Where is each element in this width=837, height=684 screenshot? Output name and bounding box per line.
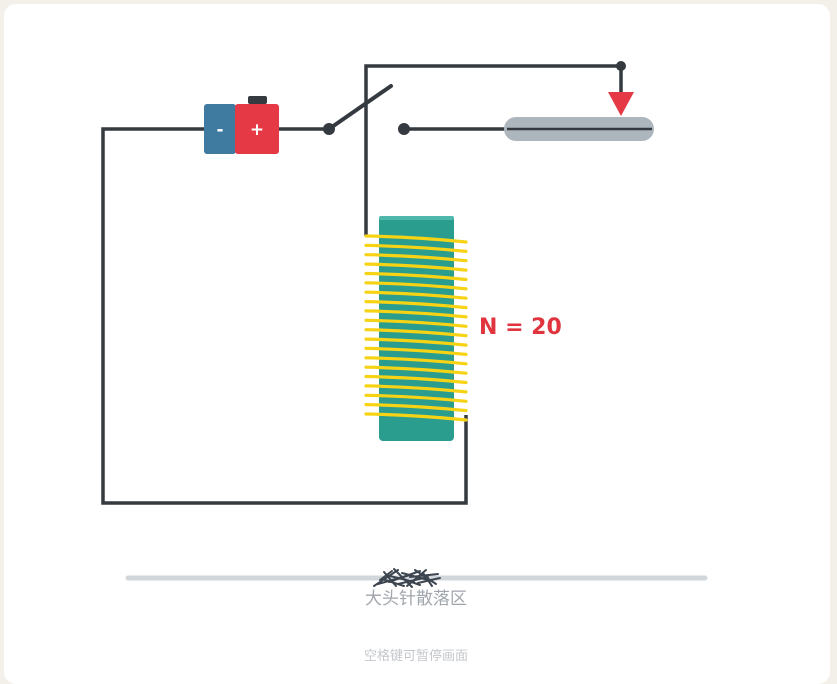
coil-core [379, 216, 454, 441]
coil-turn [364, 346, 468, 356]
coil-turn [364, 318, 468, 328]
coil-turn [364, 365, 468, 375]
coil-turn [364, 309, 468, 319]
coil-turn [364, 328, 468, 338]
battery: - + [204, 96, 279, 154]
battery-terminal-cap [248, 96, 267, 104]
pin-pile [373, 568, 441, 588]
coil-turn [364, 243, 468, 253]
coil-turn [364, 253, 468, 263]
rheostat-pointer[interactable] [608, 92, 634, 116]
battery-negative-cell [204, 104, 236, 154]
coil-turn [364, 412, 468, 422]
coil-turn [364, 281, 468, 291]
battery-positive-cell [235, 104, 279, 154]
coil-turn [364, 234, 468, 244]
switch-pivot [323, 123, 335, 135]
coil-turn [364, 356, 468, 366]
pause-hint: 空格键可暂停画面 [364, 648, 468, 664]
pin-area: 大头针散落区 [125, 568, 708, 609]
coil-turn [364, 262, 468, 272]
coil-turns-label: N = 20 [479, 315, 562, 340]
electromagnet: N = 20 [364, 216, 562, 441]
wire-top-loop [364, 64, 623, 236]
coil-windings [364, 234, 468, 422]
switch-contact [398, 123, 410, 135]
wire-left-loop [101, 127, 468, 505]
coil-turn [364, 374, 468, 385]
coil-turn [364, 384, 468, 394]
coil-turn [364, 271, 468, 282]
battery-positive-label: + [250, 120, 264, 140]
junction-dot [616, 61, 626, 71]
sliding-rheostat[interactable] [504, 92, 654, 141]
switch-lever[interactable] [327, 84, 393, 131]
coil-turn [364, 403, 468, 413]
pin-area-label: 大头针散落区 [365, 589, 467, 609]
coil-turn [364, 393, 468, 403]
switch[interactable] [323, 84, 410, 135]
coil-turn [364, 300, 468, 310]
coil-core-highlight [379, 216, 454, 220]
battery-negative-label: - [216, 120, 223, 140]
coil-turn [364, 337, 468, 347]
coil-turn [364, 290, 468, 300]
